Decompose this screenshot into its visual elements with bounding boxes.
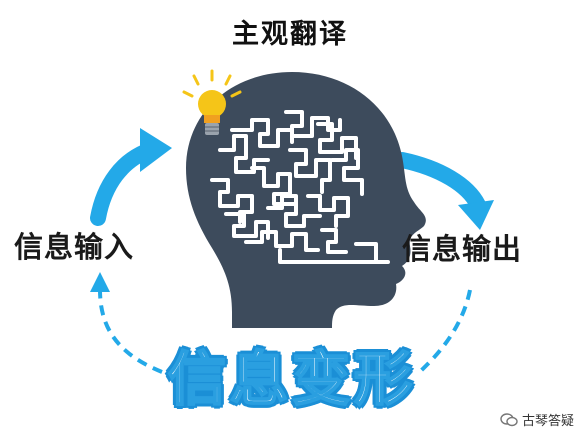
lightbulb-icon <box>182 69 242 135</box>
watermark-text: 古琴答疑 <box>521 414 574 429</box>
watermark: 古琴答疑 <box>500 410 574 429</box>
diagram-title: 主观翻译 <box>232 19 348 50</box>
output-arrow-icon <box>394 152 494 230</box>
maze-brain-icon <box>210 110 390 264</box>
input-arrow-icon <box>90 128 172 226</box>
output-label: 信息输出 <box>402 232 523 266</box>
input-label: 信息输入 <box>14 230 135 264</box>
feedback-arc-icon <box>90 272 472 374</box>
wechat-icon <box>500 412 518 426</box>
transformation-label: 信息变形 <box>167 344 416 414</box>
